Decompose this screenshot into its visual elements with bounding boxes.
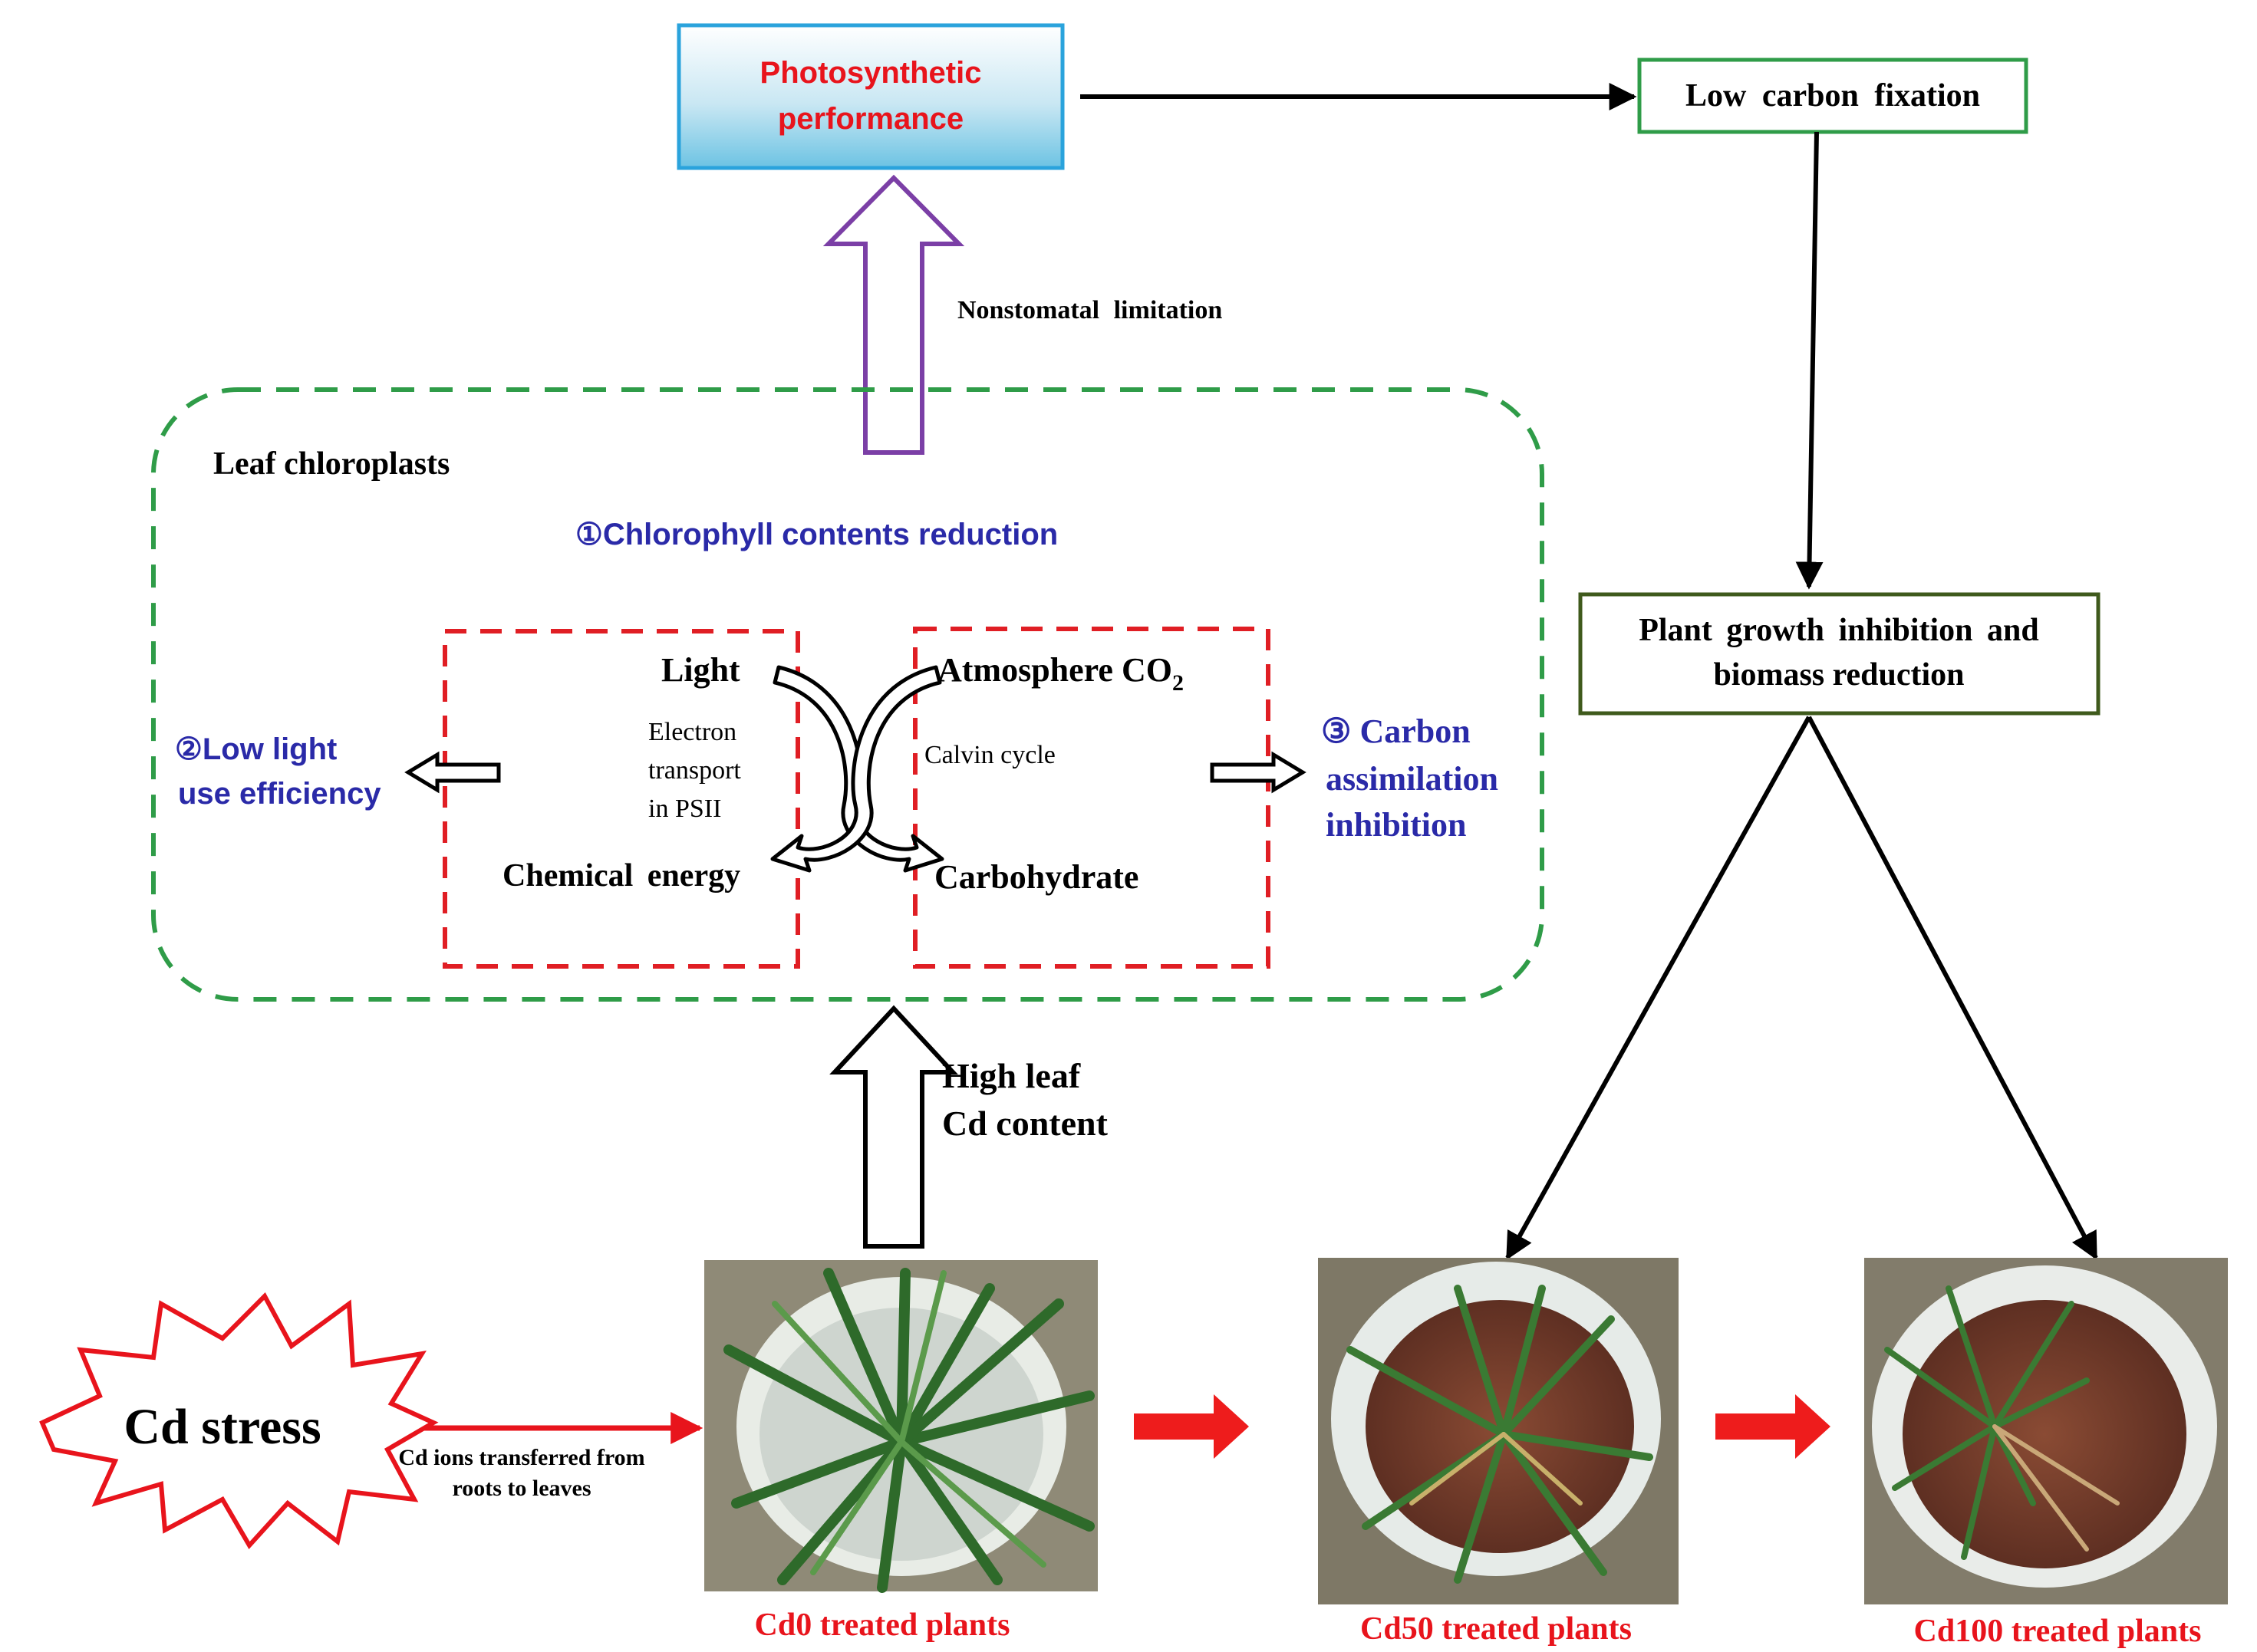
low-light-label-line2: use efficiency xyxy=(178,777,381,811)
light-label: Light xyxy=(661,651,740,689)
carbon-assimilation-arrow-icon xyxy=(1210,751,1306,794)
high-leaf-cd-up-arrow xyxy=(829,1005,958,1249)
plant-growth-label-line1: Plant growth inhibition and xyxy=(1639,613,2039,648)
cd50-label: Cd50 treated plants xyxy=(1360,1611,1632,1647)
arrow-growth-to-cd100 xyxy=(1807,716,2098,1261)
nonstomatal-up-arrow xyxy=(822,174,965,455)
chemical-energy-label: Chemical energy xyxy=(502,858,740,893)
cd-transfer-line2: roots to leaves xyxy=(452,1476,591,1501)
nonstomatal-label: Nonstomatal limitation xyxy=(957,296,1222,324)
cd-transfer-line1: Cd ions transferred from xyxy=(398,1445,644,1470)
cd0-label: Cd0 treated plants xyxy=(755,1608,1010,1643)
crossing-arrows-icon xyxy=(770,665,944,873)
cd100-plant-photo xyxy=(1864,1258,2228,1604)
leaf-chloroplast-region xyxy=(151,387,1544,1002)
arrow-lowcarbon-to-growth xyxy=(1795,131,1824,590)
high-leaf-cd-line2: Cd content xyxy=(942,1104,1109,1143)
calvin-cycle-box xyxy=(913,627,1270,969)
low-light-label-line1: ②Low light xyxy=(175,732,337,766)
cd100-label: Cd100 treated plants xyxy=(1914,1614,2202,1649)
carbohydrate-label: Carbohydrate xyxy=(934,858,1138,896)
calvin-cycle-label: Calvin cycle xyxy=(924,741,1056,769)
cd-stress-starburst xyxy=(39,1292,439,1550)
electron-transport-line1: Electron xyxy=(648,718,736,746)
chlorophyll-reduction-label: ①Chlorophyll contents reduction xyxy=(575,518,1058,551)
arrow-growth-to-cd50 xyxy=(1505,716,1811,1261)
electron-transport-line2: transport xyxy=(648,756,741,785)
photosynthetic-label-line2: performance xyxy=(778,102,964,136)
cd0-to-cd50-arrow xyxy=(1134,1394,1249,1459)
cd50-to-cd100-arrow xyxy=(1715,1394,1830,1459)
low-carbon-label: Low carbon fixation xyxy=(1685,78,1980,114)
photosynthetic-label-line1: Photosynthetic xyxy=(760,56,982,90)
photosynthetic-performance-box: Photosynthetic performance xyxy=(677,23,1065,170)
light-reaction-box xyxy=(443,629,800,969)
carbon-assimilation-line3: inhibition xyxy=(1326,806,1466,844)
electron-transport-line3: in PSII xyxy=(648,795,721,823)
high-leaf-cd-line1: High leaf xyxy=(942,1056,1081,1095)
carbon-assimilation-line2: assimilation xyxy=(1326,760,1498,798)
plant-growth-box: Plant growth inhibition and biomass redu… xyxy=(1578,592,2100,716)
atmosphere-co2-label: Atmosphere CO2 xyxy=(937,651,1184,696)
carbon-assimilation-line1: ③ Carbon xyxy=(1321,712,1471,750)
low-light-arrow-icon xyxy=(404,751,501,794)
cd0-plant-photo xyxy=(704,1260,1098,1593)
plant-growth-label-line2: biomass reduction xyxy=(1713,657,1964,693)
low-carbon-fixation-box: Low carbon fixation xyxy=(1637,58,2028,134)
cd50-plant-photo xyxy=(1318,1258,1679,1604)
leaf-chloroplast-title: Leaf chloroplasts xyxy=(213,446,450,482)
cd-stress-label: Cd stress xyxy=(124,1399,321,1455)
